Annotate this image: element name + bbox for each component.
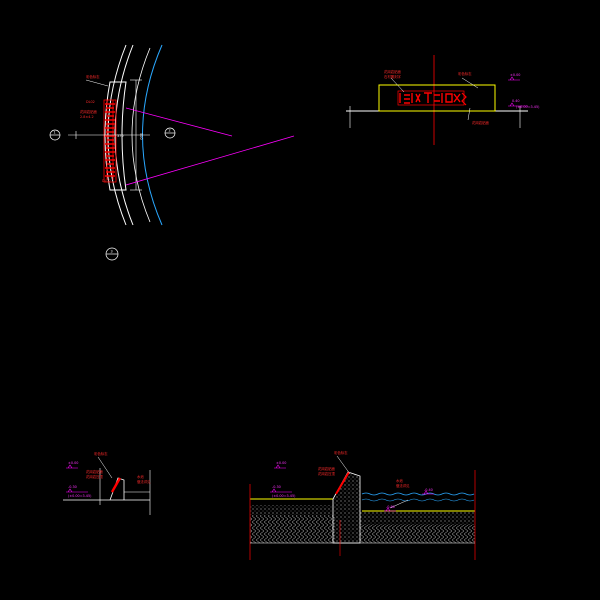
elev-sign-body xyxy=(378,84,496,112)
small-label-mid-2: 花岗岩压顶 xyxy=(86,474,104,479)
plan-dim-text: 370 xyxy=(117,134,123,138)
large-label-mid-1: 花岗岩贴面 xyxy=(318,466,336,471)
large-label-right-1: 水池 xyxy=(396,478,403,483)
plan-dim-text-right: 500 xyxy=(139,133,143,139)
elev-level-mid: 0.40 (±0.00=3.45) xyxy=(508,99,540,109)
large-sign-face xyxy=(335,471,350,495)
svg-text:±0.00: ±0.00 xyxy=(68,461,78,465)
elev-label-left-2: 石材雕刻字 xyxy=(384,74,402,79)
large-base-left xyxy=(250,505,335,515)
svg-text:-0.30: -0.30 xyxy=(272,485,281,489)
large-label-mid-2: 花岗岩压顶 xyxy=(318,471,336,476)
plan-sight-line-1 xyxy=(125,107,233,137)
large-level-bottom: -0.80 xyxy=(384,505,396,512)
section-marker-mid: 2 xyxy=(164,127,176,139)
plan-label-top: 彩色标志 xyxy=(86,74,100,79)
svg-text:-0.40: -0.40 xyxy=(424,488,433,492)
section-small: 彩色标志 花岗岩贴面 花岗岩压顶 水池 做法详见 ±0.00 -0.30 (±0… xyxy=(63,451,151,515)
section-marker-left: 1 xyxy=(49,129,61,141)
elev-level-top: ±0.00 xyxy=(508,73,520,81)
svg-text:3: 3 xyxy=(111,250,113,254)
svg-text:(±0.00=3.45): (±0.00=3.45) xyxy=(272,494,296,498)
large-label-right-2: 做法详见 xyxy=(396,483,410,488)
plan-label-mid-3: 2.8×4.2 xyxy=(80,115,94,119)
elev-label-bottom: 花岗岩贴面 xyxy=(472,120,490,125)
small-level-top: ±0.00 xyxy=(66,461,78,469)
small-sign-face xyxy=(110,477,122,493)
small-label-right-1: 水池 xyxy=(137,474,144,479)
section-marker-bottom: 3 xyxy=(105,247,119,261)
svg-text:1: 1 xyxy=(54,131,56,135)
elevation-view: 花岗岩贴面 石材雕刻字 彩色标志 花岗岩贴面 ±0.00 0.40 (±0.00… xyxy=(346,55,540,145)
svg-text:0.40: 0.40 xyxy=(512,99,520,103)
large-soil-right xyxy=(360,525,475,543)
section-large: 彩色标志 花岗岩贴面 花岗岩压顶 水池 做法详见 ±0.00 -0.30 (±0… xyxy=(249,450,476,560)
elev-label-right: 彩色标志 xyxy=(458,71,472,76)
large-level-top: ±0.00 xyxy=(274,461,286,469)
large-label-top: 彩色标志 xyxy=(334,450,348,455)
small-label-top: 彩色标志 xyxy=(94,451,108,456)
plan-label-mid-1: DL02 xyxy=(86,100,95,104)
svg-text:±0.00: ±0.00 xyxy=(510,73,520,77)
plan-view: 500 370 1 2 3 彩色标志 DL02 花岗岩贴面 2.8×4.2 DL… xyxy=(49,44,295,261)
small-label-right-2: 做法详见 xyxy=(137,479,151,484)
svg-text:-0.30: -0.30 xyxy=(68,485,77,489)
plan-sight-line-2 xyxy=(125,135,295,186)
svg-text:(±0.00=3.45): (±0.00=3.45) xyxy=(68,494,92,498)
svg-text:-0.80: -0.80 xyxy=(386,505,395,509)
svg-text:±0.00: ±0.00 xyxy=(276,461,286,465)
large-water xyxy=(361,492,475,502)
plan-label-low: DL02 xyxy=(102,179,111,183)
small-level-low: -0.30 (±0.00=3.45) xyxy=(66,485,92,498)
svg-text:(±0.00=3.45): (±0.00=3.45) xyxy=(516,105,540,109)
large-level-left: -0.30 (±0.00=3.45) xyxy=(270,485,296,498)
elev-red-lettering xyxy=(397,90,467,106)
large-soil-left xyxy=(250,515,335,543)
svg-text:2: 2 xyxy=(169,129,171,133)
plan-label-mid-2: 花岗岩贴面 xyxy=(80,109,98,114)
large-base-right xyxy=(360,512,475,525)
elev-label-left-1: 花岗岩贴面 xyxy=(384,69,402,74)
small-label-mid-1: 花岗岩贴面 xyxy=(86,469,104,474)
plan-sign-panel xyxy=(104,81,127,191)
plan-red-lettering xyxy=(103,99,117,183)
large-level-water: -0.40 xyxy=(422,488,434,495)
